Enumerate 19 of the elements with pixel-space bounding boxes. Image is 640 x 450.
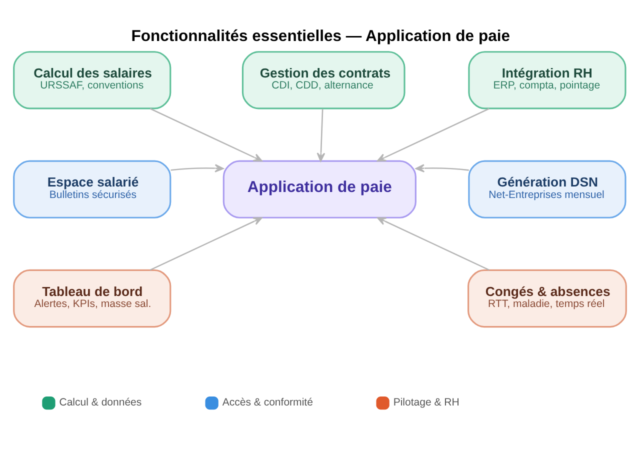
arrow: [170, 164, 224, 172]
node-box: Tableau de bord Alertes, KPIs, masse sal.: [13, 268, 172, 328]
arrow: [415, 164, 469, 172]
node-box: Gestion des contrats CDI, CDD, alternance: [242, 50, 406, 109]
node-box: Calcul des salaires URSSAF, conventions: [13, 50, 172, 109]
arrow: [376, 108, 490, 162]
legend-label: Pilotage & RH: [393, 396, 460, 408]
arrow: [150, 108, 262, 162]
diagram-title: Fonctionnalités essentielles — Application de paie: [131, 27, 510, 44]
node-box: Intégration RH ERP, compta, pointage: [468, 50, 626, 109]
node-box: Application de paie: [222, 160, 416, 218]
node-box: Congés & absences RTT, maladie, temps réel: [468, 268, 627, 328]
legend-label: Calcul & données: [59, 396, 142, 408]
arrow: [377, 216, 490, 270]
node-box: Génération DSN Net-Entreprises mensuel: [468, 160, 626, 218]
arrow: [316, 108, 326, 162]
node-box: Espace salarié Bulletins sécurisés: [13, 160, 172, 218]
arrow: [150, 216, 262, 270]
legend-label: Accès & conformité: [222, 396, 313, 408]
